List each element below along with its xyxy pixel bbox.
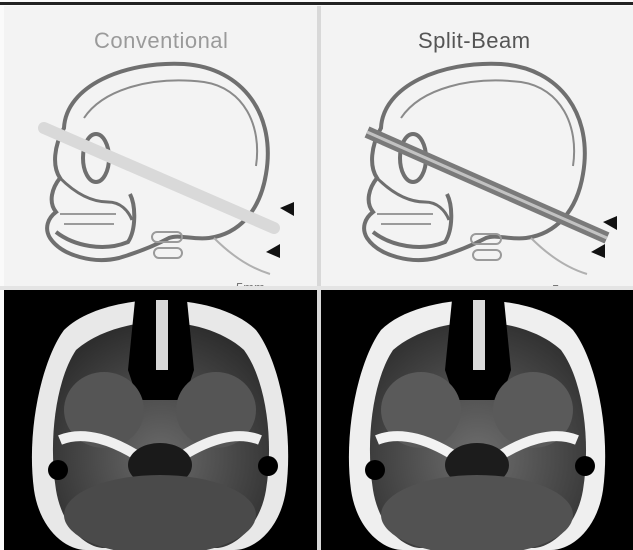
neck-line [214, 238, 270, 274]
nasal-septum [473, 300, 485, 370]
mastoid-air-cells [575, 456, 595, 476]
teeth [60, 214, 116, 224]
top-border [0, 2, 633, 5]
teeth [377, 214, 433, 224]
vertebra-2 [154, 248, 182, 258]
scan-range-arrow-icon [591, 244, 605, 258]
scan-range-arrow-icon [603, 216, 617, 230]
split-beam-title: Split-Beam [418, 28, 531, 54]
scan-range-arrow-icon [280, 202, 294, 216]
scan-range-arrow-icon [266, 244, 280, 258]
split-beam-ct-image [321, 290, 633, 550]
nasal-septum [156, 300, 168, 370]
mastoid-air-cells [258, 456, 278, 476]
ct-slice-conventional [4, 290, 317, 550]
neck-line [531, 238, 587, 274]
conventional-title: Conventional [94, 28, 228, 54]
skull-outline [47, 64, 268, 260]
conventional-ct-image [4, 290, 317, 550]
skull-outline [364, 64, 585, 260]
mandible [373, 194, 451, 247]
ct-slice-split-beam [321, 290, 633, 550]
mandible [56, 194, 134, 247]
mastoid-air-cells [48, 460, 68, 480]
split-beam-core [367, 132, 607, 238]
mastoid-air-cells [365, 460, 385, 480]
split-beam-diagram-panel: Split-Beam 5mm [321, 6, 633, 286]
conventional-diagram-panel: Conventional 5mm [4, 6, 317, 286]
vertebra-2 [473, 250, 501, 260]
